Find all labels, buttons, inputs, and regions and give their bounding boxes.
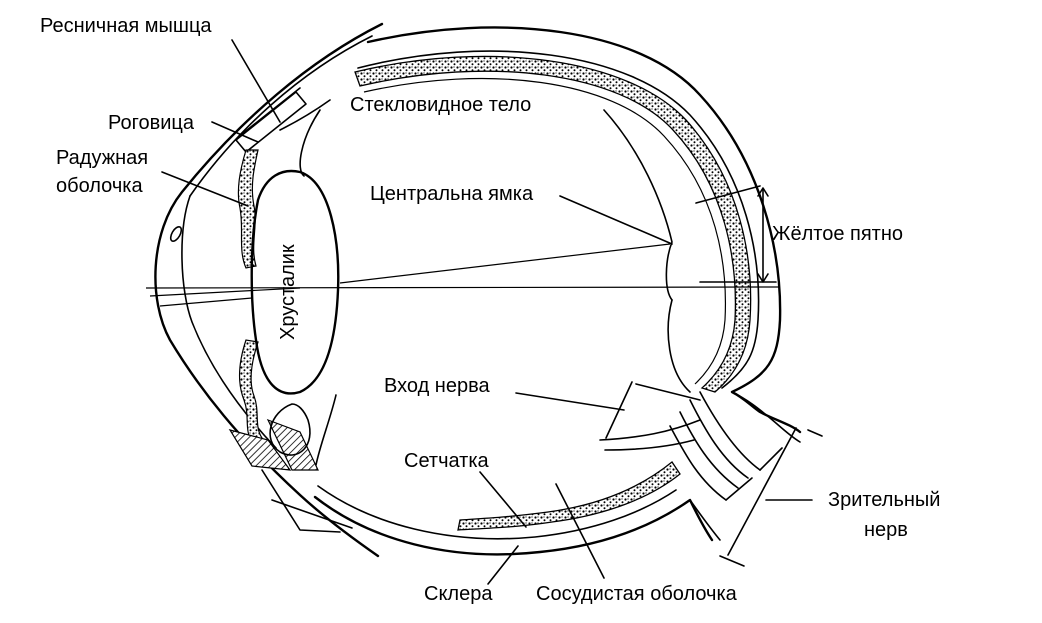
label-optic-nerve-line2: нерв (864, 519, 908, 541)
ciliary-body (228, 87, 353, 533)
label-choroid: Сосудистая оболочка (536, 583, 738, 605)
label-iris-line1: Радужная (56, 147, 148, 169)
label-optic-nerve-line1: Зрительный (828, 489, 940, 511)
label-nerve-entry: Вход нерва (384, 375, 490, 397)
sclera-outline (313, 26, 802, 556)
label-fovea: Центральна ямка (370, 183, 534, 205)
label-vitreous: Стекловидное тело (350, 94, 531, 116)
leader-lines (161, 39, 823, 585)
optical-axis (145, 243, 781, 307)
label-retina: Сетчатка (404, 450, 490, 472)
label-macula: Жёлтое пятно (772, 223, 903, 245)
labels: Ресничная мышца Роговица Радужная оболоч… (40, 15, 940, 605)
label-sclera: Склера (424, 583, 493, 605)
label-iris-line2: оболочка (56, 175, 143, 197)
cornea-outline (154, 22, 384, 558)
choroid-band (354, 55, 752, 531)
label-ciliary-muscle: Ресничная мышца (40, 15, 212, 37)
lens-shape (250, 169, 340, 395)
label-cornea: Роговица (108, 112, 195, 134)
label-lens: Хрусталик (277, 244, 299, 340)
vitreous-boundary (299, 109, 691, 466)
